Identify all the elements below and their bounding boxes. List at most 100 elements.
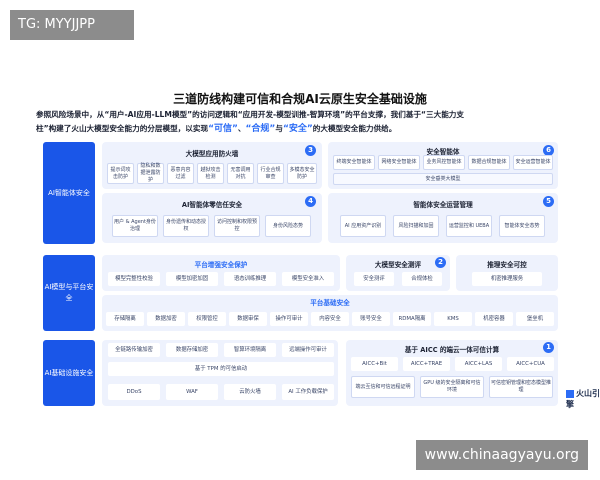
chip: 风险扫描和加固	[393, 215, 439, 237]
chip: 机密推理服务	[472, 272, 542, 286]
panel-llm-firewall: 大模型应用防火墙 3 提示词攻击防护 隐私和数据泄露防护 恶意内容过滤 越狱攻击…	[102, 142, 322, 189]
chip: AI 应用资产识别	[340, 215, 386, 237]
intro-part: 柱”构建了火山大模型安全能力的分层模型，以实现	[36, 124, 209, 133]
badge-3: 3	[305, 145, 316, 156]
chip: 安全测评	[354, 272, 394, 286]
panel-title: 安全智能体	[426, 148, 460, 156]
chip: 内容安全	[311, 312, 349, 326]
chip: 智能体安全态势	[499, 215, 545, 237]
chip: 恶意内容过滤	[167, 163, 194, 184]
badge-6: 6	[543, 145, 554, 156]
side-label-model: AI模型与平台安全	[43, 255, 95, 331]
highlight-trusted: “可信”	[208, 124, 238, 134]
badge-5: 5	[543, 196, 554, 207]
intro-sep: 与	[275, 124, 283, 133]
panel-platform-enhanced: 平台增强安全保护 模型完整性校验 模型加密加固 语态训练推理 模型安全准入	[102, 255, 340, 291]
chip: 模型完整性校验	[108, 272, 160, 286]
side-label-agent: AI智能体安全	[43, 142, 95, 244]
chip: 行业合规审查	[257, 163, 284, 184]
chip: 操作可审计	[270, 312, 308, 326]
watermark: www.chinaagyayu.org	[415, 440, 588, 470]
chip: 安全运营智能体	[513, 155, 553, 170]
panel-title: 推理安全可控	[487, 261, 527, 269]
chip: 用户 & Agent身份治理	[112, 215, 158, 237]
chip: 终端安全智能体	[333, 155, 375, 170]
panel-title: AI智能体零信任安全	[181, 201, 243, 209]
chip: 多模态安全防护	[287, 163, 317, 184]
panel-model-eval: 大模型安全测评 2 安全测评 合规体检	[346, 255, 450, 291]
chip: 数据合规智能体	[468, 155, 510, 170]
chip: 远端操作可审计	[282, 343, 334, 357]
chip: 数据存储加密	[166, 343, 218, 357]
chip: 全链路传输加密	[108, 343, 160, 357]
panel-zero-trust: AI智能体零信任安全 4 用户 & Agent身份治理 身份遗传和动态授权 访问…	[102, 193, 322, 243]
intro-line-1: 参照风险场景中，从“用户-AI应用-LLM模型”的访问逻辑和“应用开发-模型训推…	[36, 110, 464, 119]
highlight-compliant: “合规”	[245, 124, 276, 134]
logo-mark-icon	[566, 389, 574, 398]
chip: AICC+Bit	[351, 357, 398, 371]
intro-text: 参照风险场景中，从“用户-AI应用-LLM模型”的访问逻辑和“应用开发-模型训推…	[36, 108, 571, 136]
chip: 网络安全智能体	[378, 155, 420, 170]
chip: 权限管控	[188, 312, 226, 326]
intro-part: 的大模型安全能力供给。	[312, 124, 397, 133]
chip: 隐私和数据泄露防护	[137, 163, 164, 184]
chip: 数据加密	[147, 312, 185, 326]
chip: 账号安全	[352, 312, 390, 326]
chip: 运营监控和 UEBA	[446, 215, 492, 237]
chip: WAF	[166, 384, 218, 400]
chip: 业务风控智能体	[423, 155, 465, 170]
chip: AICC+LAS	[455, 357, 502, 371]
highlight-secure: “安全”	[282, 124, 313, 134]
security-llm-bar: 安全垂类大模型	[333, 173, 553, 185]
panel-platform-base: 平台基础安全 存储隔离 数据加密 权限管控 数据审保 操作可审计 内容安全 账号…	[102, 295, 558, 331]
chip: 模型安全准入	[282, 272, 334, 286]
chip: 越狱攻击检测	[197, 163, 224, 184]
badge-1: 1	[543, 342, 554, 353]
panel-title: 平台基础安全	[310, 299, 350, 307]
chip: 无害调用对抗	[227, 163, 254, 184]
chip: KMS	[434, 312, 472, 326]
badge-2: 2	[435, 257, 446, 268]
chip: AICC+CUA	[507, 357, 554, 371]
side-label-infra: AI基础设施安全	[43, 340, 95, 406]
intro-line-2: 柱”构建了火山大模型安全能力的分层模型，以实现“可信”、“合规”与“安全”的大模…	[36, 122, 571, 136]
panel-agent-ops: 智能体安全运营管理 5 AI 应用资产识别 风险扫描和加固 运营监控和 UEBA…	[328, 193, 558, 243]
source-tag: TG: MYYJJPP	[10, 10, 134, 40]
chip: 云防火墙	[224, 384, 276, 400]
chip: 身份风险态势	[265, 215, 311, 237]
panel-title: 大模型安全测评	[374, 261, 422, 269]
panel-title: 基于 AICC 的端云一体可信计算	[404, 346, 500, 354]
slide-title: 三道防线构建可信和合规AI云原生安全基础设施	[173, 92, 427, 106]
chip: AI 工作负载保护	[282, 384, 334, 400]
panel-title: 平台增强安全保护	[194, 261, 248, 269]
intro-sep: 、	[237, 124, 246, 133]
volcengine-logo: 火山引擎	[566, 388, 600, 410]
panel-aicc: 基于 AICC 的端云一体可信计算 1 AICC+Bit AICC+TRAE A…	[346, 340, 558, 406]
chip: RDMA隔离	[393, 312, 431, 326]
tpm-boot: 基于 TPM 的可信启动	[108, 362, 334, 376]
panel-title: 大模型应用防火墙	[185, 150, 239, 158]
chip: 智算环境隔离	[224, 343, 276, 357]
slide: 三道防线构建可信和合规AI云原生安全基础设施 参照风险场景中，从“用户-AI应用…	[0, 78, 600, 410]
chip: GPU 级的安全隔离和可信环境	[420, 376, 484, 398]
chip: 模型加密加固	[166, 272, 218, 286]
chip: AICC+TRAE	[403, 357, 450, 371]
chip: 可信密钥管理和密态模型推理	[489, 376, 553, 398]
logo-text: 火山引擎	[566, 389, 600, 409]
chip: 身份遗传和动态授权	[163, 215, 209, 237]
chip: DDoS	[108, 384, 160, 400]
panel-inference: 推理安全可控 机密推理服务	[456, 255, 558, 291]
chip: 数据审保	[229, 312, 267, 326]
chip: 堡垒机	[516, 312, 554, 326]
panel-title: 智能体安全运营管理	[413, 201, 473, 209]
chip: 机密容器	[475, 312, 513, 326]
chip: 语态训练推理	[224, 272, 276, 286]
badge-4: 4	[305, 196, 316, 207]
chip: 端云互信和可信远程证明	[351, 376, 415, 398]
chip: 访问控制和权限预控	[214, 215, 260, 237]
chip: 合规体检	[402, 272, 442, 286]
panel-infra: 全链路传输加密 数据存储加密 智算环境隔离 远端操作可审计 基于 TPM 的可信…	[102, 340, 338, 406]
chip: 提示词攻击防护	[107, 163, 134, 184]
panel-security-agents: 安全智能体 6 终端安全智能体 网络安全智能体 业务风控智能体 数据合规智能体 …	[328, 142, 558, 189]
chip: 存储隔离	[106, 312, 144, 326]
